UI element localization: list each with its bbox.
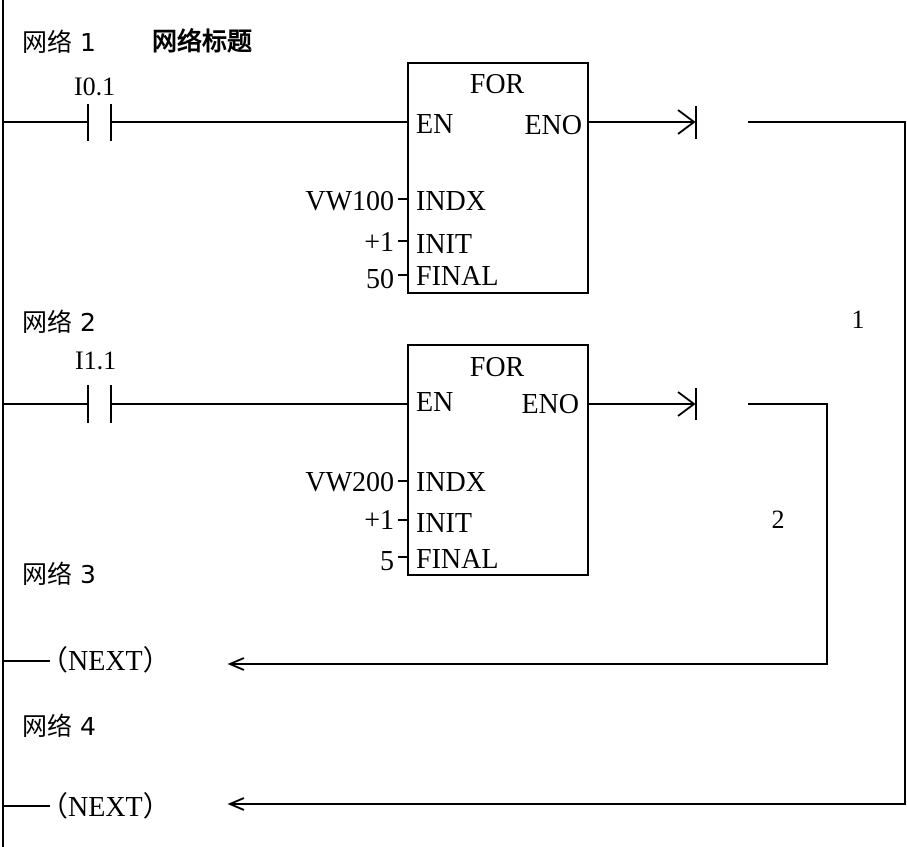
network-1-contact: [87, 104, 112, 141]
network-1-final-value: 50: [366, 264, 394, 295]
network-1-block-name: FOR: [470, 69, 525, 100]
network-1-indx-pin: INDX: [416, 186, 486, 217]
network-2-for-block: [407, 344, 589, 576]
network-1-init-value: +1: [364, 227, 394, 258]
loop-2-label: 2: [772, 505, 785, 534]
network-1-init-pin: INIT: [416, 229, 472, 260]
network-2-final-value: 5: [380, 546, 394, 577]
network-2-final-pin: FINAL: [416, 544, 498, 575]
network-1-title: 网络标题: [152, 27, 252, 56]
network-3-next-coil: （NEXT）: [40, 645, 171, 677]
network-2-init-value: +1: [364, 505, 394, 536]
loop-1-label: 1: [852, 305, 865, 334]
network-2-contact-address: I1.1: [75, 346, 116, 375]
network-3-label: 网络 3: [22, 560, 96, 589]
network-2-indx-value: VW200: [305, 467, 394, 498]
network-2-block-name: FOR: [470, 352, 525, 383]
network-1-contact-address: I0.1: [74, 72, 115, 101]
network-4-next-coil: （NEXT）: [40, 791, 171, 823]
network-2-indx-pin: INDX: [416, 467, 486, 498]
network-1-final-pin: FINAL: [416, 261, 498, 292]
loop-1-connector: [230, 121, 906, 805]
network-1-for-block: [407, 62, 589, 294]
network-1-indx-value: VW100: [305, 186, 394, 217]
network-2-contact: [87, 385, 112, 423]
loop-1-arrowhead: [227, 797, 245, 811]
network-1-eno-pin: ENO: [524, 110, 582, 141]
loop-2-connector: [230, 403, 828, 665]
network-2-eno-arrowhead: [677, 391, 696, 417]
network-1-label: 网络 1: [22, 28, 96, 57]
loop-2-arrowhead: [227, 657, 245, 671]
network-1-en-pin: EN: [416, 109, 453, 140]
network-4-label: 网络 4: [22, 712, 96, 741]
network-1-eno-arrowhead: [677, 109, 696, 135]
network-2-eno-pin: ENO: [521, 389, 579, 420]
network-2-label: 网络 2: [22, 308, 96, 337]
network-2-init-pin: INIT: [416, 508, 472, 539]
network-2-en-pin: EN: [416, 387, 453, 418]
